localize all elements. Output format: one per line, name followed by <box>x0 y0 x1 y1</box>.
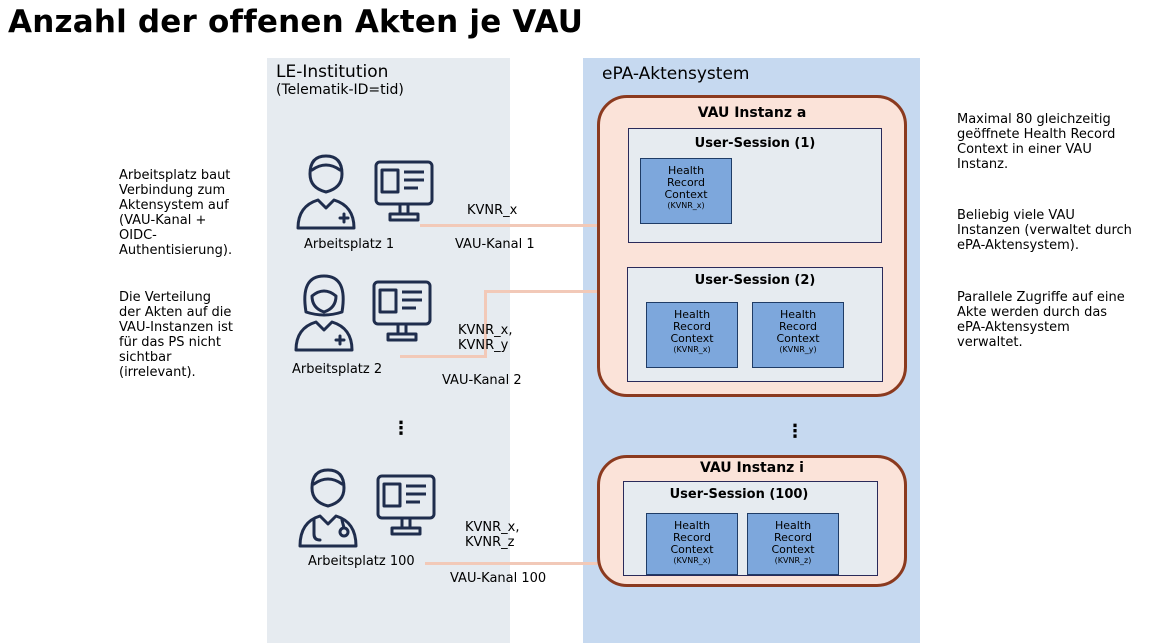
workstation-100-icon <box>298 468 436 548</box>
context-label-line: Context <box>776 332 820 345</box>
context-label-line: Context <box>670 543 714 556</box>
vau-channel-100-line <box>425 562 600 565</box>
context-label-line: Health <box>667 164 705 177</box>
vau-channel-2-label: VAU-Kanal 2 <box>442 373 522 388</box>
left-note-distribution: Die Verteilung der Akten auf die VAU-Ins… <box>119 290 233 380</box>
workstation-100-label: Arbeitsplatz 100 <box>308 554 415 569</box>
health-record-context: Health Record Context (KVNR_y) <box>752 302 844 368</box>
context-kvnr: (KVNR_x) <box>667 201 705 210</box>
kvnr-label-100: KVNR_x, KVNR_z <box>465 520 520 550</box>
vau-channel-2-line-a <box>400 355 486 358</box>
ellipsis-right: ⋮ <box>786 421 804 442</box>
right-note-max: Maximal 80 gleichzeitig geöffnete Health… <box>957 112 1116 172</box>
user-session-1-title: User-Session (1) <box>694 136 816 151</box>
context-kvnr: (KVNR_x) <box>673 345 711 354</box>
context-kvnr: (KVNR_x) <box>673 556 711 565</box>
le-panel-title: LE-Institution <box>276 62 389 82</box>
workstation-2-icon <box>294 274 432 352</box>
kvnr-label-2: KVNR_x, KVNR_y <box>458 323 513 353</box>
context-kvnr: (KVNR_z) <box>774 556 812 565</box>
right-note-parallel: Parallele Zugriffe auf eine Akte werden … <box>957 290 1125 350</box>
context-label-line: Record <box>773 531 812 544</box>
vau-instance-i-title: VAU Instanz i <box>700 460 804 476</box>
user-session-2-title: User-Session (2) <box>694 273 816 288</box>
context-label-line: Record <box>666 176 705 189</box>
right-note-instances: Beliebig viele VAU Instanzen (verwaltet … <box>957 208 1132 253</box>
context-label-line: Record <box>778 320 817 333</box>
context-label-line: Context <box>664 188 708 201</box>
context-label-line: Health <box>673 308 711 321</box>
context-label-line: Record <box>672 320 711 333</box>
vau-channel-1-line <box>420 224 600 227</box>
kvnr-label-1: KVNR_x <box>467 203 518 218</box>
context-label-line: Health <box>673 519 711 532</box>
health-record-context: Health Record Context (KVNR_x) <box>640 158 732 224</box>
context-kvnr: (KVNR_y) <box>779 345 817 354</box>
workstation-1-label: Arbeitsplatz 1 <box>304 237 395 252</box>
workstation-1-icon <box>296 154 434 230</box>
vau-channel-2-line-c <box>484 290 600 293</box>
vau-instance-a-title: VAU Instanz a <box>697 105 807 121</box>
page-title: Anzahl der offenen Akten je VAU <box>8 4 584 40</box>
health-record-context: Health Record Context (KVNR_x) <box>646 513 738 575</box>
vau-channel-1-label: VAU-Kanal 1 <box>455 237 535 252</box>
context-label-line: Context <box>670 332 714 345</box>
vau-channel-100-label: VAU-Kanal 100 <box>450 571 547 586</box>
health-record-context: Health Record Context (KVNR_z) <box>747 513 839 575</box>
vau-channel-2-line-b <box>484 290 487 358</box>
user-session-100-title: User-Session (100) <box>669 487 809 502</box>
context-label-line: Context <box>771 543 815 556</box>
le-panel-subtitle: (Telematik-ID=tid) <box>276 82 404 98</box>
health-record-context: Health Record Context (KVNR_x) <box>646 302 738 368</box>
context-label-line: Health <box>774 519 812 532</box>
context-label-line: Record <box>672 531 711 544</box>
ellipsis-left: ⋮ <box>392 418 410 439</box>
workstation-2-label: Arbeitsplatz 2 <box>292 362 383 377</box>
epa-panel-title: ePA-Aktensystem <box>602 64 750 84</box>
left-note-connection: Arbeitsplatz baut Verbindung zum Aktensy… <box>119 168 233 258</box>
context-label-line: Health <box>779 308 817 321</box>
